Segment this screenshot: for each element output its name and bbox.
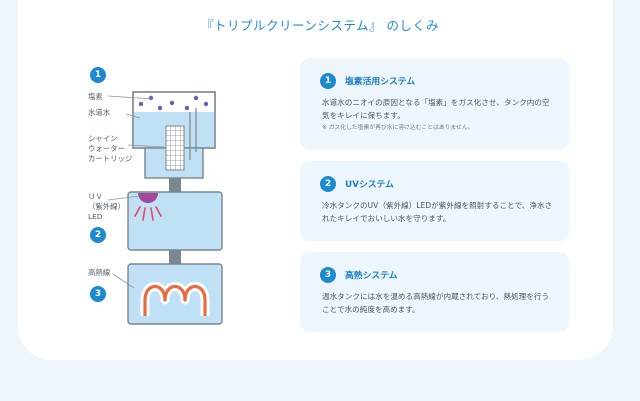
diagram-number-2: 2 (90, 227, 106, 243)
label-tap-water: 水道水 (88, 108, 111, 117)
system-panel-uv: 2 UVシステム 冷水タンクのUV（紫外線）LEDが紫外線を照射することで、浄水… (300, 161, 569, 241)
cold-water-tank (127, 191, 223, 251)
panel-number: 3 (320, 267, 336, 283)
panel-title: 高熱システム (345, 271, 398, 281)
panel-title: UVシステム (345, 180, 394, 190)
diagram-number-3: 3 (90, 286, 106, 302)
panel-number: 2 (320, 176, 336, 192)
panel-note: ※ ガス化した塩素が再び水に溶け込むことはありません。 (322, 125, 474, 131)
uv-rays (134, 206, 162, 221)
leader-lines (107, 95, 165, 289)
panel-number: 1 (320, 73, 336, 89)
panel-title: 塩素活用システム (345, 77, 416, 87)
label-uv-led: ＵＶ （紫外線） LED (88, 192, 125, 221)
shine-water-cartridge (144, 108, 204, 179)
panel-body: 温水タンクには水を温める高熱線が内蔵されており、熱処理を行うことで水の純度を高め… (322, 292, 550, 314)
hot-water-tank (127, 263, 223, 325)
label-cartridge: シャイン ウォーター カートリッジ (88, 134, 133, 163)
panel-body: 水道水のニオイの原因となる「塩素」をガス化させ、タンク内の空気をキレイに保ちます… (322, 98, 550, 120)
panel-body: 冷水タンクのUV（紫外線）LEDが紫外線を照射することで、浄水されたキレイでおい… (322, 201, 553, 223)
uv-led (138, 193, 158, 203)
pipe-upper (169, 178, 181, 192)
diagram-number-1: 1 (90, 67, 106, 83)
page-title: 『トリプルクリーンシステム』 のしくみ (201, 18, 439, 33)
heater-coil (143, 284, 207, 316)
label-heater: 高熱線 (88, 268, 111, 277)
system-panel-salt: 1 塩素活用システム 水道水のニオイの原因となる「塩素」をガス化させ、タンク内の… (300, 58, 569, 150)
salt-particles (138, 95, 209, 111)
label-salt: 塩素 (88, 92, 103, 101)
system-panel-heat: 3 高熱システム 温水タンクには水を温める高熱線が内蔵されており、熱処理を行うこ… (300, 252, 569, 332)
pipe-lower (169, 250, 181, 264)
